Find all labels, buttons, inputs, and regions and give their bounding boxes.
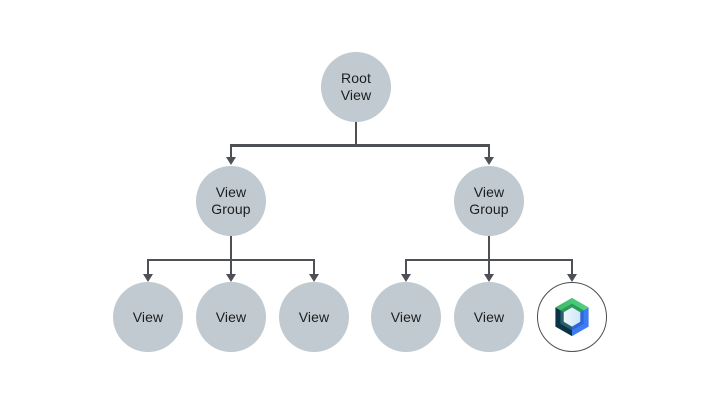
node-view-group-left-label: View Group [211, 184, 251, 217]
node-compose [537, 282, 607, 352]
node-view-group-right: View Group [454, 166, 524, 236]
connector-level1-hline [229, 144, 491, 147]
arrowhead-compose [567, 273, 577, 282]
connector-drop-view-r2 [487, 258, 491, 274]
arrowhead-view-l3 [309, 273, 319, 282]
connector-drop-compose [570, 258, 574, 274]
arrowhead-viewgroup-left [226, 157, 236, 165]
connector-drop-view-r1 [404, 258, 408, 274]
node-view-group-right-label: View Group [469, 184, 509, 217]
arrowhead-view-r1 [401, 273, 411, 282]
compose-center-hexagon [563, 307, 581, 327]
node-root-view: Root View [321, 52, 391, 122]
node-view-left-3: View [279, 282, 349, 352]
jetpack-compose-icon [555, 297, 589, 337]
arrowhead-view-l2 [226, 273, 236, 282]
arrowhead-viewgroup-right [484, 157, 494, 165]
node-view-left-1: View [113, 282, 183, 352]
connector-drop-view-l1 [146, 258, 150, 274]
arrowhead-view-r2 [484, 273, 494, 282]
connector-level1-drop-left [229, 144, 233, 158]
node-view-left-2: View [196, 282, 266, 352]
node-view-right-1: View [371, 282, 441, 352]
connector-level1-drop-right [487, 144, 491, 158]
node-view-right-2: View [454, 282, 524, 352]
arrowhead-view-l1 [143, 273, 153, 282]
connector-drop-view-l2 [229, 258, 233, 274]
connector-drop-view-l3 [312, 258, 316, 274]
node-view-group-left: View Group [196, 166, 266, 236]
node-root-view-label: Root View [340, 70, 372, 103]
